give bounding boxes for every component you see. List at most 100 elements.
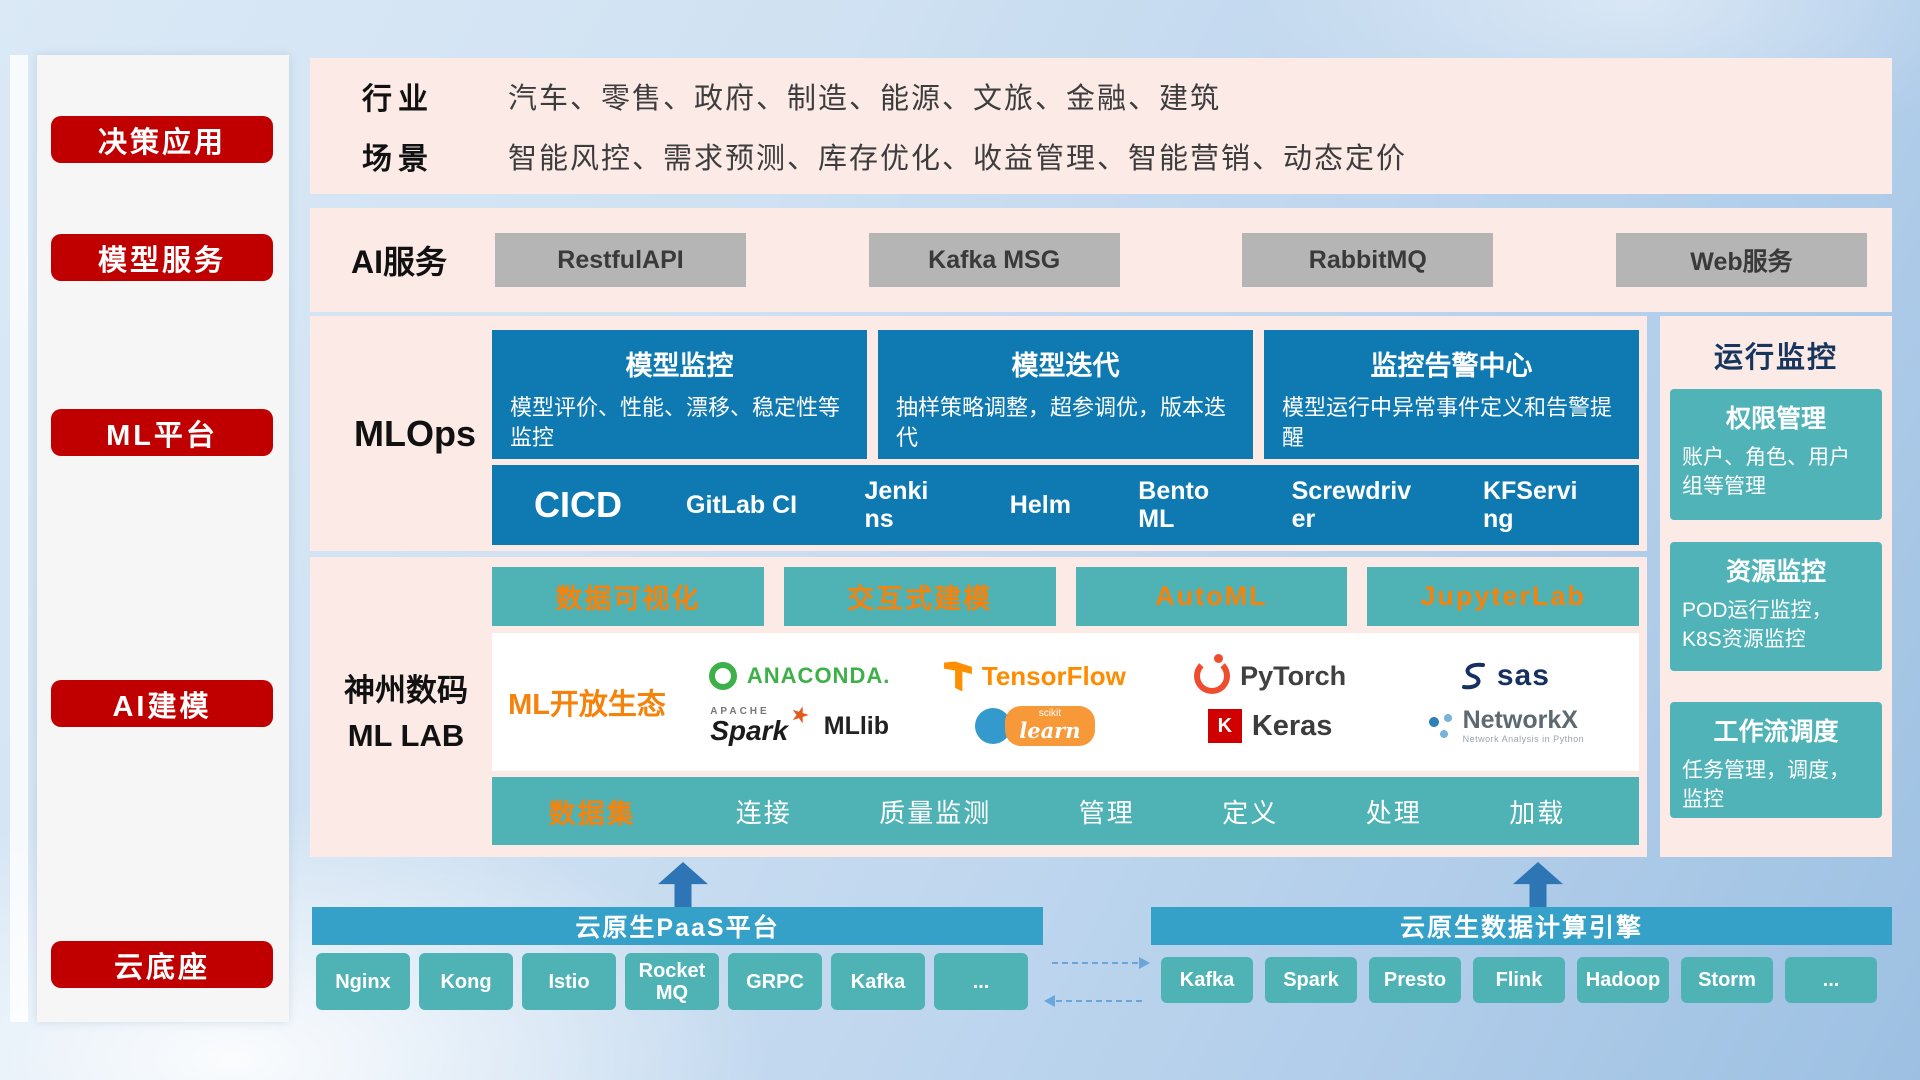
scenario-list: 智能风控、需求预测、库存优化、收益管理、智能营销、动态定价 (508, 143, 1408, 175)
tool-screwdriver: Screwdriver (1291, 477, 1412, 533)
networkx-logo: NetworkX Network Analysis in Python (1388, 707, 1623, 744)
mlops-label: MLOps (354, 412, 476, 454)
cicd-label: CICD (534, 484, 622, 525)
scikit-learn-logo: scikit learn (917, 706, 1152, 746)
card-desc: 模型评价、性能、漂移、稳定性等监控 (510, 395, 841, 450)
runtime-monitoring-panel: 运行监控 权限管理 账户、角色、用户组等管理 资源监控 POD运行监控，K8S资… (1660, 316, 1892, 857)
feature-interactive-modeling: 交互式建模 (783, 567, 1056, 626)
ml-lab-features: 数据可视化 交互式建模 AutoML JupyterLab (492, 567, 1639, 626)
scikit-top-text: scikit (1038, 708, 1061, 720)
dataset-label: 数据集 (548, 798, 636, 829)
permission-mgmt-card: 权限管理 账户、角色、用户组等管理 (1670, 389, 1882, 520)
keras-logo: K Keras (1153, 709, 1388, 743)
ecosystem-label: ML开放生态 (508, 689, 666, 721)
dataset-item-define: 定义 (1222, 797, 1279, 828)
model-monitoring-card: 模型监控 模型评价、性能、漂移、稳定性等监控 (492, 330, 867, 459)
chip-hadoop: Hadoop (1577, 957, 1669, 1003)
up-arrow-engine (1513, 862, 1563, 908)
dashed-arrow-left (1044, 995, 1142, 1007)
up-arrow-paas (658, 862, 708, 908)
chip-rocketmq: RocketMQ (625, 953, 719, 1010)
ml-lab-name-line2: ML LAB (347, 717, 465, 753)
model-iteration-card: 模型迭代 抽样策略调整，超参调优，版本迭代 (878, 330, 1253, 459)
alert-center-card: 监控告警中心 模型运行中异常事件定义和告警提醒 (1264, 330, 1639, 459)
tool-kfserving: KFServing (1482, 477, 1578, 533)
ai-service-label: AI服务 (351, 244, 448, 280)
chip-kafka: Kafka (1161, 957, 1253, 1003)
industry-label: 行业 (362, 83, 434, 116)
sas-icon (1461, 663, 1485, 690)
chip-kafka: Kafka (831, 953, 925, 1010)
dataset-item-load: 加载 (1509, 797, 1566, 828)
spark-text: Spark (710, 715, 789, 746)
service-rabbitmq: RabbitMQ (1242, 233, 1494, 287)
industry-list: 汽车、零售、政府、制造、能源、文旅、金融、建筑 (508, 83, 1222, 115)
tensorflow-wordmark: TensorFlow (981, 660, 1126, 691)
chip-more: ... (1785, 957, 1877, 1003)
sidebar-item-model-service: 模型服务 (51, 234, 273, 281)
pytorch-icon (1194, 654, 1231, 695)
networkx-text: NetworkX (1462, 706, 1578, 735)
dataset-item-quality: 质量监测 (879, 797, 992, 828)
left-accent-strip (10, 55, 28, 1022)
feature-jupyterlab: JupyterLab (1367, 567, 1639, 626)
sas-wordmark: sas (1496, 659, 1550, 693)
spark-wordmark: APACHE Spark (710, 707, 788, 745)
chip-presto: Presto (1369, 957, 1461, 1003)
data-engine-header: 云原生数据计算引擎 (1151, 907, 1892, 945)
feature-automl: AutoML (1075, 567, 1348, 626)
apache-label: APACHE (710, 706, 770, 717)
ml-lab-panel: 神州数码 ML LAB 数据可视化 交互式建模 AutoML JupyterLa… (310, 557, 1647, 857)
sas-logo: sas (1388, 659, 1623, 693)
service-restfulapi: RestfulAPI (495, 233, 746, 287)
scikit-badge: scikit learn (1005, 706, 1095, 746)
networkx-icon (1426, 712, 1453, 739)
scenario-label: 场景 (362, 143, 434, 176)
mllib-wordmark: MLlib (823, 711, 890, 740)
anaconda-logo: ANACONDA. (682, 662, 917, 691)
paas-platform-header: 云原生PaaS平台 (312, 907, 1043, 945)
service-kafka-msg: Kafka MSG (868, 233, 1120, 287)
card-desc: POD运行监控，K8S资源监控 (1682, 599, 1833, 652)
ai-service-buttons: RestfulAPI Kafka MSG RabbitMQ Web服务 (495, 233, 1867, 287)
dashed-arrow-right (1052, 957, 1150, 969)
paas-chips: Nginx Kong Istio RocketMQ GRPC Kafka ... (316, 953, 1028, 1010)
tensorflow-logo: TensorFlow (917, 661, 1152, 692)
anaconda-wordmark: ANACONDA. (746, 663, 891, 689)
card-desc: 任务管理，调度，监控 (1682, 759, 1850, 812)
sidebar-item-ml-platform: ML平台 (51, 409, 273, 456)
spark-mllib-logo: APACHE Spark ★ MLlib (682, 700, 917, 745)
resource-monitoring-card: 资源监控 POD运行监控，K8S资源监控 (1670, 542, 1882, 671)
chip-istio: Istio (522, 953, 616, 1010)
dataset-item-connect: 连接 (735, 797, 792, 828)
ecosystem-logos: ANACONDA. TensorFlow PyTorch sas APACHE (682, 654, 1639, 746)
ai-service-panel: AI服务 RestfulAPI Kafka MSG RabbitMQ Web服务 (310, 208, 1892, 312)
feature-data-visualization: 数据可视化 (492, 567, 764, 626)
card-title: 模型监控 (625, 351, 734, 381)
chip-spark: Spark (1265, 957, 1357, 1003)
cicd-bar: CICD GitLab CI Jenkins Helm BentoML Scre… (492, 465, 1639, 545)
ml-open-ecosystem: ML开放生态 ANACONDA. TensorFlow PyTorch sas (492, 633, 1639, 771)
sidebar-item-cloud-base: 云底座 (51, 941, 273, 988)
tool-bentoml: BentoML (1138, 477, 1210, 533)
workflow-scheduling-card: 工作流调度 任务管理，调度，监控 (1670, 702, 1882, 818)
layer-sidebar (37, 55, 289, 1022)
card-desc: 模型运行中异常事件定义和告警提醒 (1282, 395, 1613, 450)
tool-gitlab-ci: GitLab CI (686, 491, 798, 519)
card-title: 权限管理 (1725, 405, 1826, 433)
card-desc: 抽样策略调整，超参调优，版本迭代 (896, 395, 1227, 450)
chip-flink: Flink (1473, 957, 1565, 1003)
chip-kong: Kong (419, 953, 513, 1010)
anaconda-icon (708, 662, 737, 691)
cicd-tools: GitLab CI Jenkins Helm BentoML Screwdriv… (686, 477, 1639, 533)
pytorch-wordmark: PyTorch (1240, 660, 1347, 691)
dataset-item-manage: 管理 (1078, 797, 1135, 828)
chip-grpc: GRPC (728, 953, 822, 1010)
ml-lab-name-line1: 神州数码 (344, 673, 468, 708)
industry-scenario-panel: 行业 汽车、零售、政府、制造、能源、文旅、金融、建筑 场景 智能风控、需求预测、… (310, 58, 1892, 194)
scenario-row: 场景 智能风控、需求预测、库存优化、收益管理、智能营销、动态定价 (310, 134, 1892, 178)
sidebar-item-ai-modeling: AI建模 (51, 680, 273, 727)
dataset-bar: 数据集 连接 质量监测 管理 定义 处理 加载 (492, 777, 1639, 845)
mlops-panel: MLOps 模型监控 模型评价、性能、漂移、稳定性等监控 模型迭代 抽样策略调整… (310, 316, 1647, 551)
